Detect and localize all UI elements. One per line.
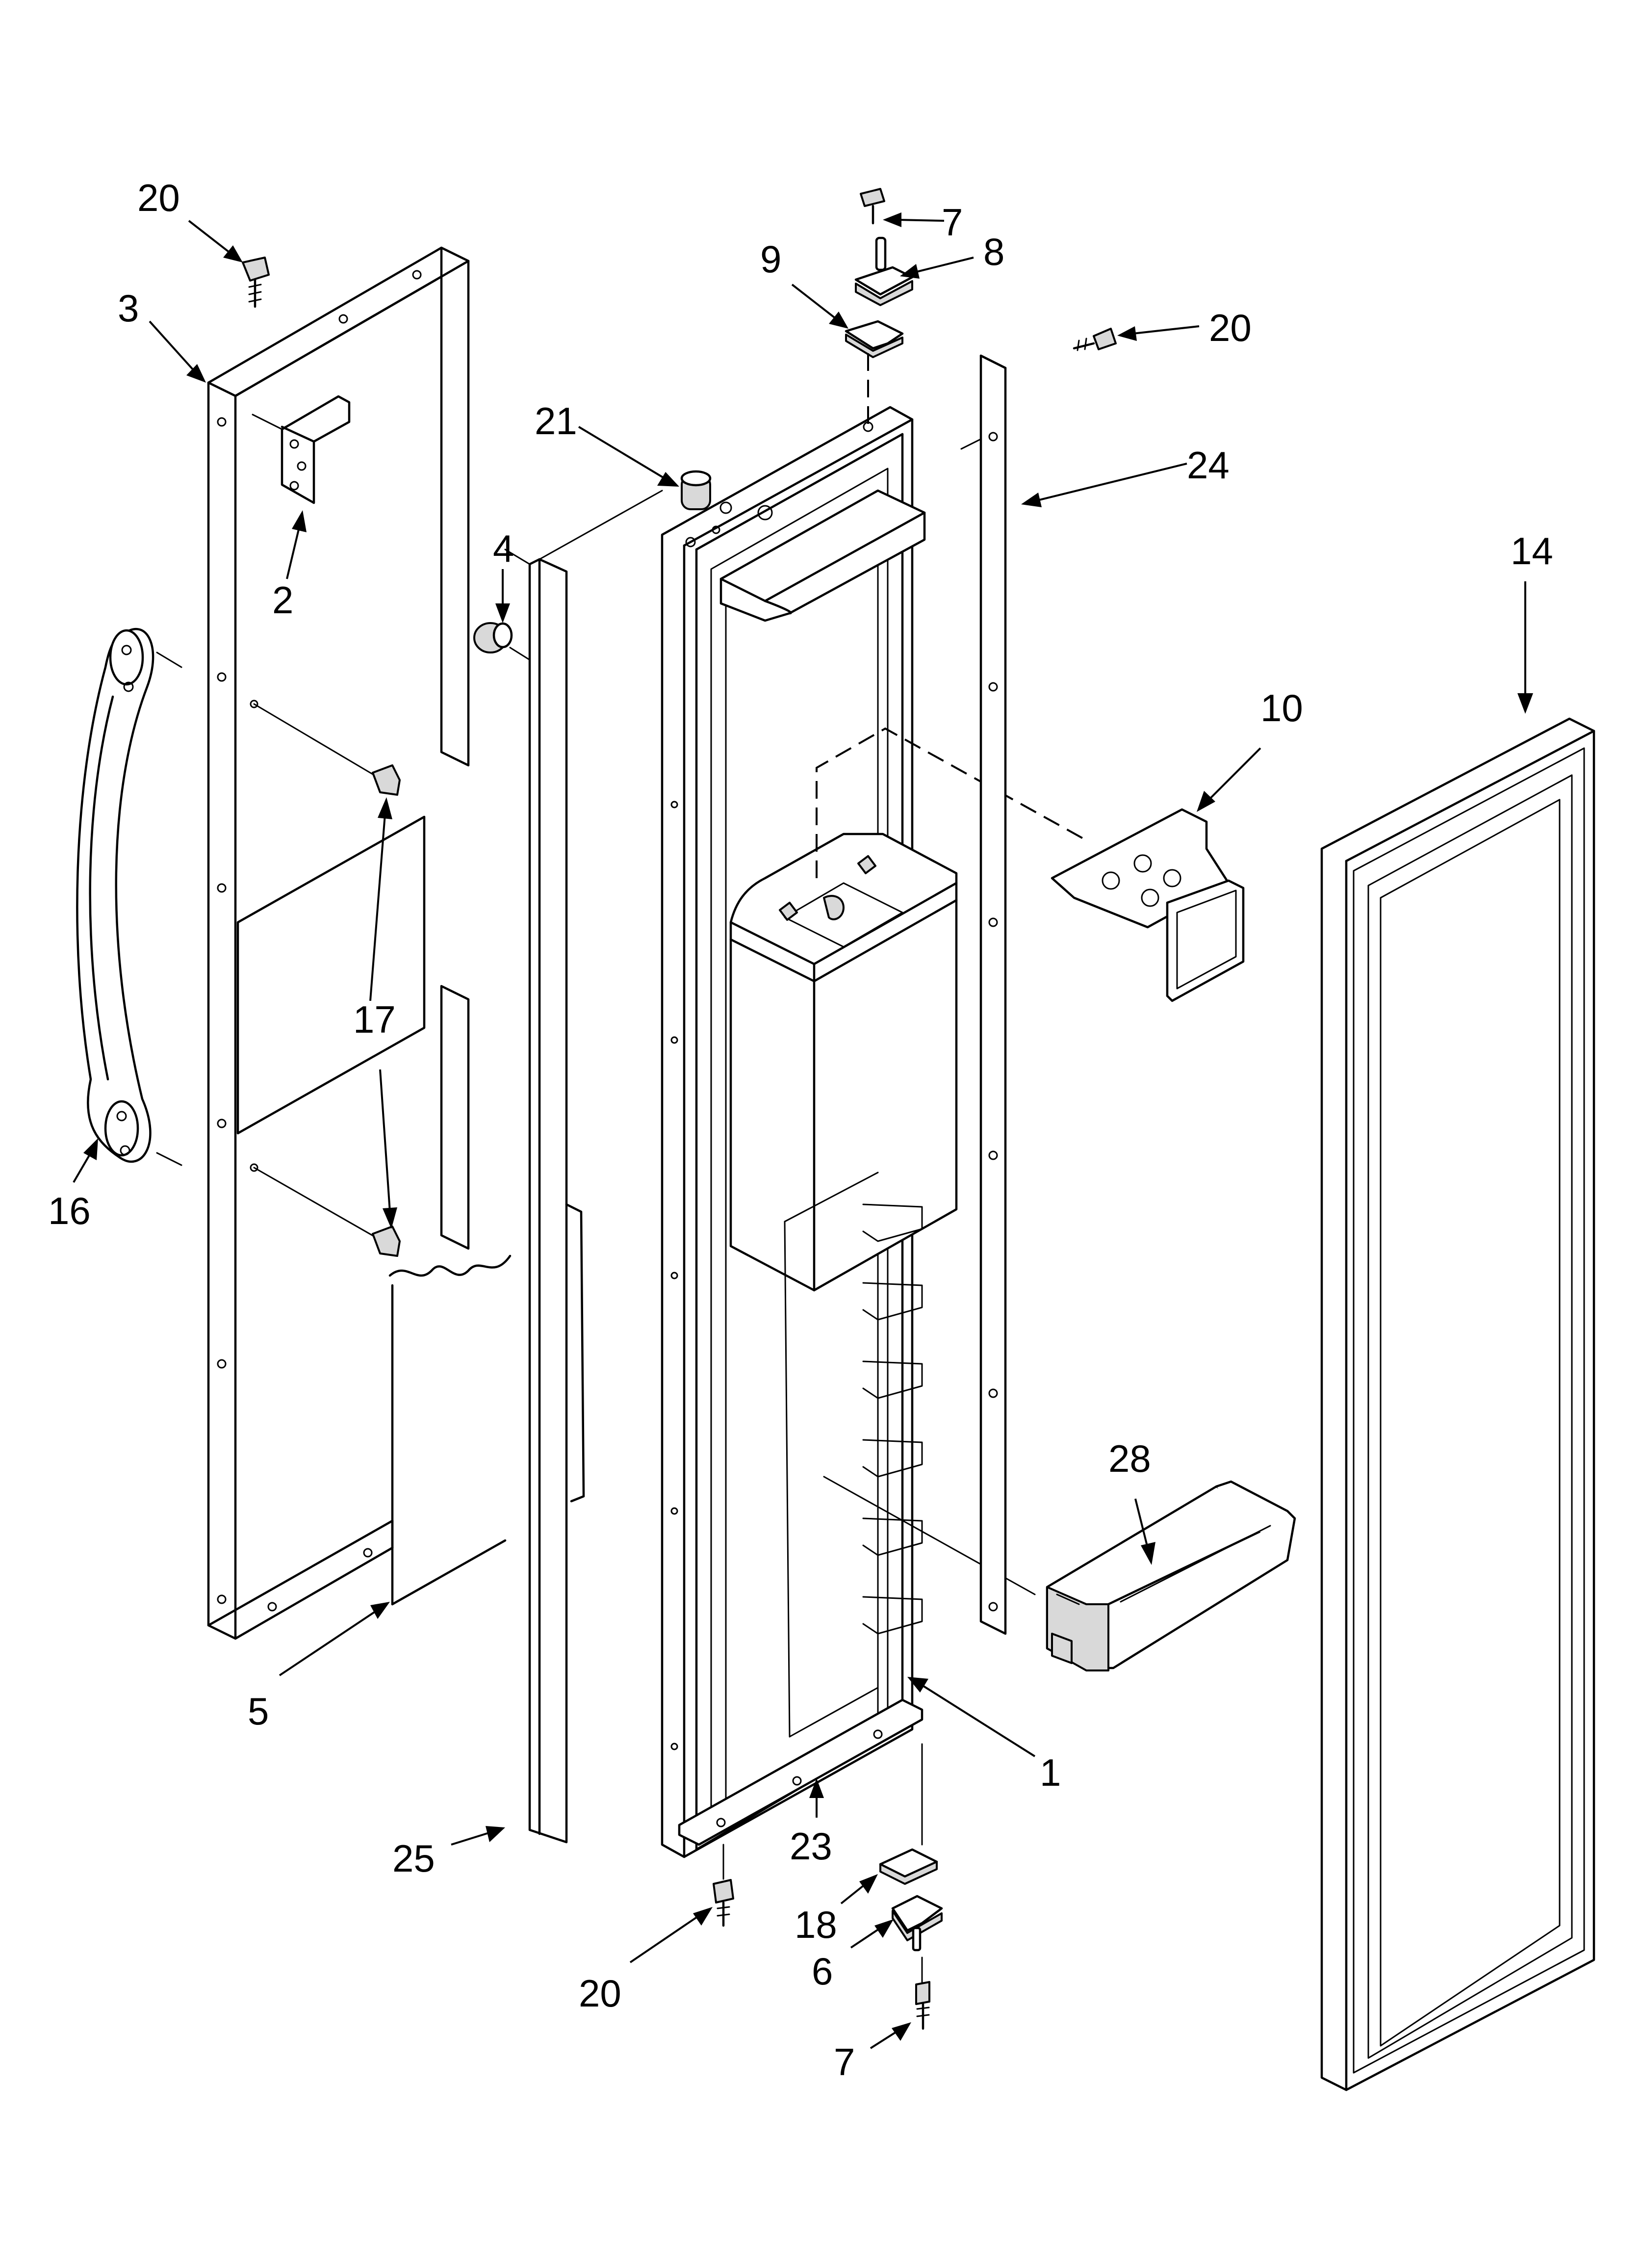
screw-top-left bbox=[242, 257, 270, 308]
door-handle bbox=[76, 627, 182, 1166]
cover-plate bbox=[1051, 808, 1245, 1002]
callout-21: 21 bbox=[535, 399, 577, 443]
callout-8: 8 bbox=[983, 230, 1004, 273]
callout-labels: 20 3 2 4 16 17 5 25 21 9 7 8 20 24 14 10… bbox=[48, 176, 1553, 2084]
right-side-strip bbox=[960, 354, 1007, 1635]
callout-7-bottom: 7 bbox=[834, 2040, 855, 2084]
callout-20-top-right: 20 bbox=[1209, 306, 1252, 349]
door-bin bbox=[1046, 1480, 1296, 1671]
callout-5: 5 bbox=[248, 1690, 269, 1733]
callout-17: 17 bbox=[353, 998, 396, 1041]
callout-1: 1 bbox=[1040, 1751, 1061, 1794]
screw-top-right bbox=[1073, 328, 1117, 351]
callout-28: 28 bbox=[1108, 1437, 1151, 1480]
callout-2: 2 bbox=[272, 578, 293, 622]
inner-door-liner bbox=[661, 406, 1084, 1858]
callout-6: 6 bbox=[812, 1950, 833, 1993]
callout-20-bottom: 20 bbox=[579, 1972, 621, 2015]
gasket-strip bbox=[504, 490, 663, 1844]
callout-24: 24 bbox=[1187, 443, 1230, 487]
callout-23: 23 bbox=[790, 1825, 832, 1868]
callout-18: 18 bbox=[795, 1903, 837, 1946]
callout-7-top: 7 bbox=[942, 201, 963, 244]
callout-20-top-left: 20 bbox=[137, 176, 180, 219]
door-gasket bbox=[1320, 717, 1595, 2091]
outer-door-panel bbox=[207, 246, 512, 1640]
callout-3: 3 bbox=[118, 287, 139, 330]
top-cap bbox=[680, 470, 712, 510]
bracket bbox=[252, 395, 351, 504]
callout-14: 14 bbox=[1511, 529, 1553, 573]
bottom-hinge-assembly bbox=[879, 1743, 943, 2030]
screw-bottom bbox=[713, 1844, 734, 1927]
callout-10: 10 bbox=[1260, 686, 1303, 730]
leader-lines bbox=[73, 212, 1533, 2049]
callout-25: 25 bbox=[392, 1837, 435, 1880]
callout-16: 16 bbox=[48, 1189, 91, 1232]
door-bumper bbox=[473, 622, 531, 661]
callout-9: 9 bbox=[760, 237, 781, 281]
bottom-strip bbox=[678, 1698, 924, 1846]
handle-screws bbox=[250, 700, 401, 1257]
top-hinge-assembly bbox=[845, 188, 914, 427]
callout-4: 4 bbox=[493, 527, 514, 570]
door-liner-strip bbox=[391, 1284, 507, 1606]
